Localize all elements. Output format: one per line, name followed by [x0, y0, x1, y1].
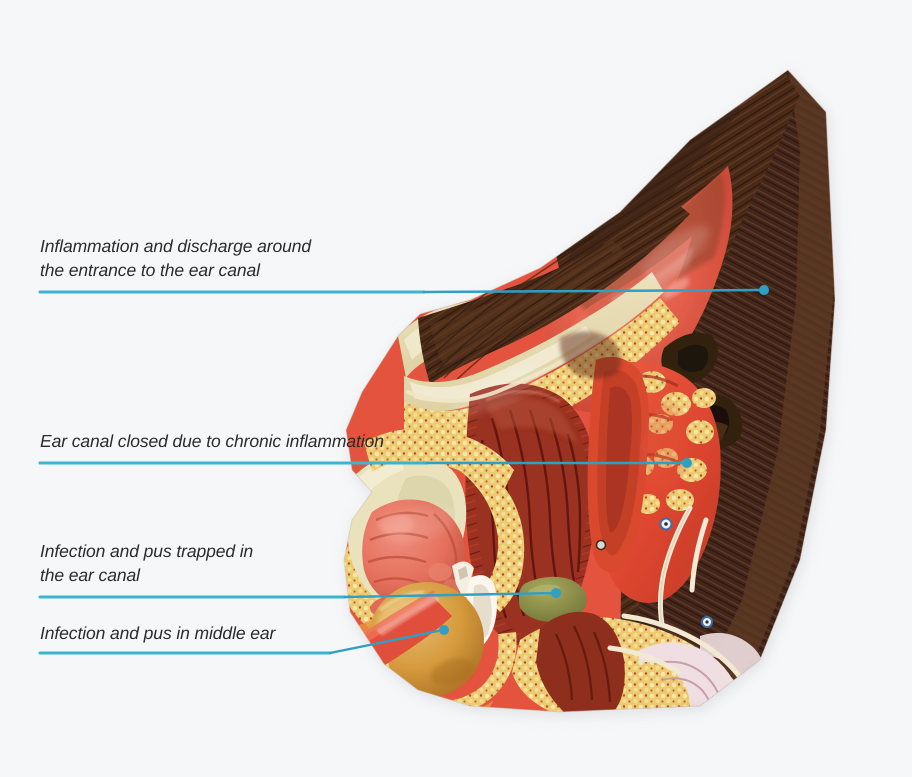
callout-2-endpoint-dot	[682, 458, 692, 468]
callout-leaders	[38, 285, 769, 655]
callout-1-label: Inflammation and discharge around the en…	[40, 236, 312, 280]
callout-3-label: Infection and pus trapped in the ear can…	[40, 541, 254, 585]
leader-group-3	[38, 588, 561, 599]
vessel-markers	[595, 517, 713, 628]
callout-2-label: Ear canal closed due to chronic inflamma…	[40, 431, 384, 451]
leader-group-1	[38, 285, 769, 295]
callout-3-endpoint-dot	[551, 588, 561, 598]
callout-1-endpoint-dot	[759, 285, 769, 295]
leader-group-4	[38, 625, 449, 655]
callout-4-endpoint-dot	[439, 625, 449, 635]
callout-3-leader	[343, 591, 557, 599]
leader-group-2	[38, 458, 692, 468]
callout-4-label: Infection and pus in middle ear	[40, 623, 276, 643]
cartilage-rim-lower	[404, 272, 664, 412]
fat-band-mid	[444, 450, 525, 612]
callout-1-leader	[422, 288, 765, 294]
callout-4-leader	[328, 628, 445, 655]
